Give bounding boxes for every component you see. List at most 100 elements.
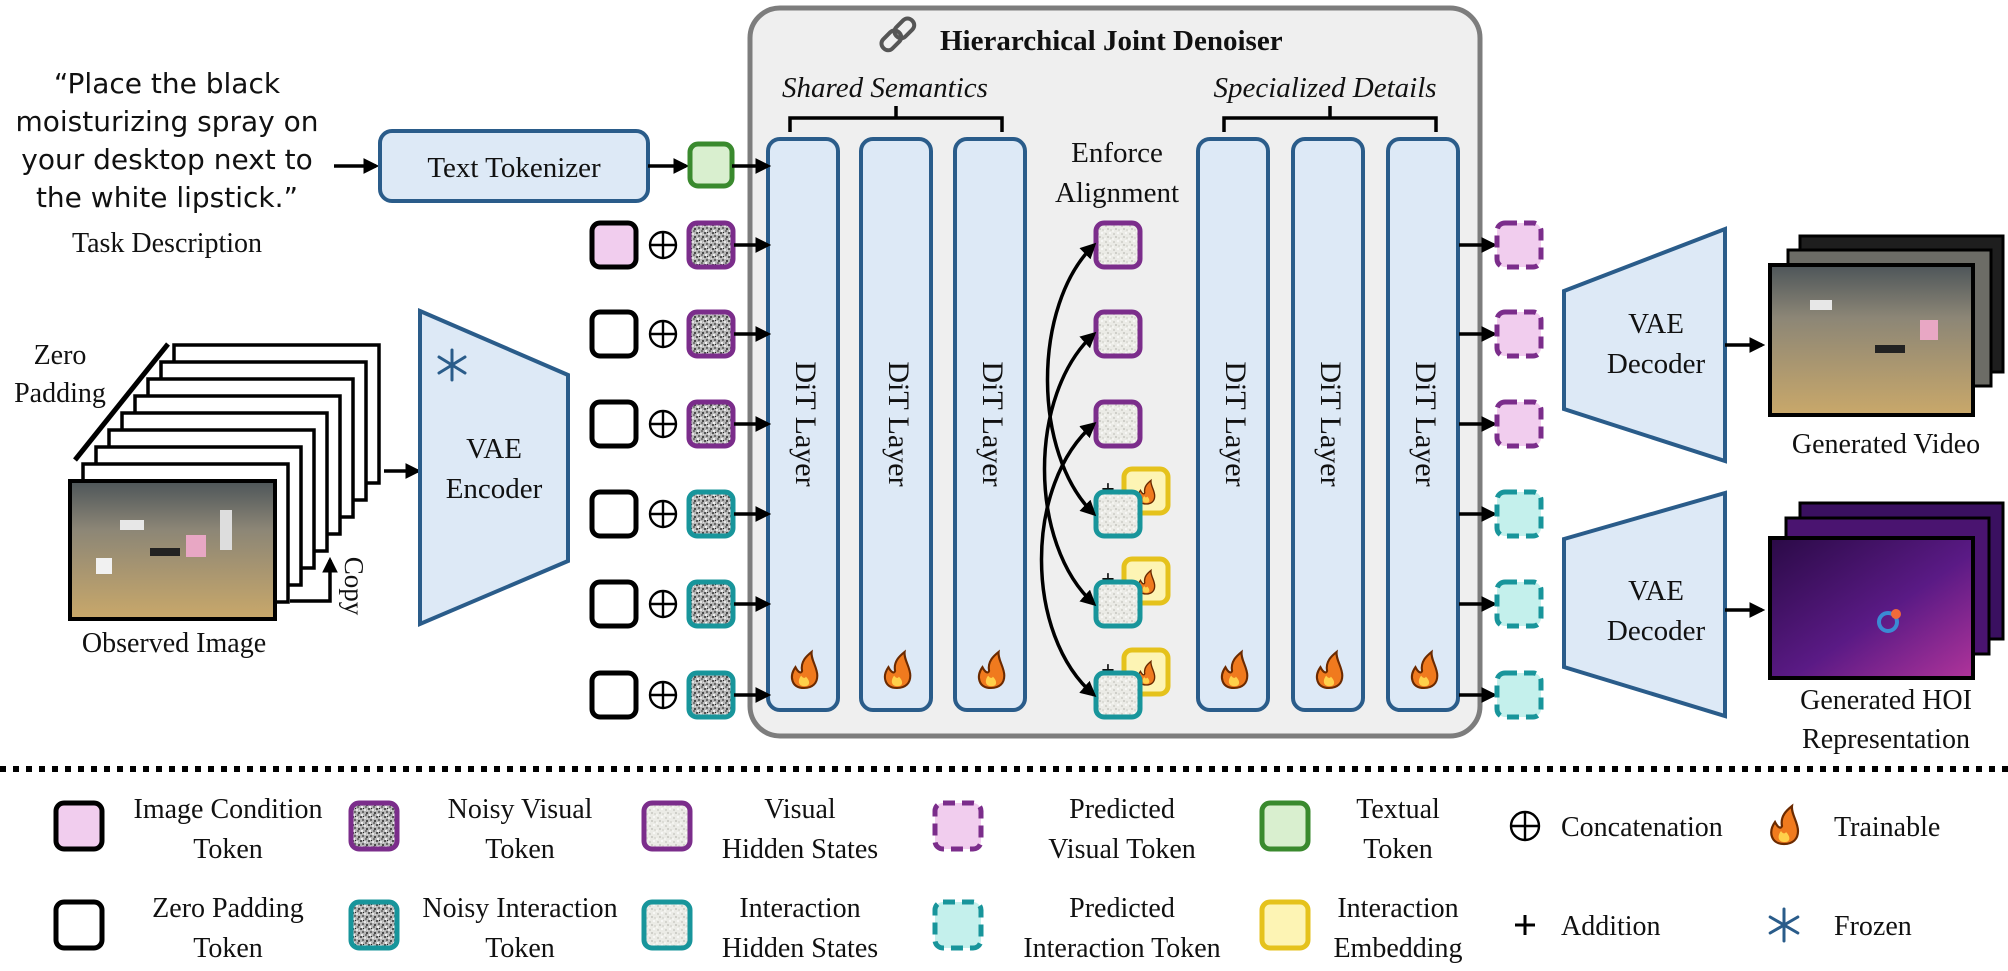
legend-label: Hidden States <box>722 933 878 964</box>
legend-label: Token <box>485 834 555 865</box>
shared-semantics-label: Shared Semantics <box>782 72 988 104</box>
noisy-interaction-token <box>686 489 736 539</box>
vae-encoder-label-2: Encoder <box>446 473 543 505</box>
legend-label: Predicted <box>1069 794 1175 825</box>
generated-hoi-caption-1: Generated HOI <box>1800 685 1972 716</box>
alignment-arrow <box>1042 331 1097 607</box>
concatenation-icon <box>648 319 678 349</box>
token-rows <box>589 220 772 720</box>
interaction-hidden-state: + <box>1093 466 1171 539</box>
zero-padding-label-2: Padding <box>14 378 106 409</box>
visual-token-row <box>589 399 772 449</box>
task-quote-line-2: moisturizing spray on <box>15 105 318 138</box>
concatenation-icon <box>648 230 678 260</box>
link-icon <box>879 16 917 53</box>
specialized-bracket <box>1222 106 1438 132</box>
noisy-visual-token <box>686 309 736 359</box>
zero-padding-bracket <box>73 342 170 462</box>
vae-decoder-video-label-1: VAE <box>1628 308 1684 340</box>
alignment-arrow <box>1045 242 1097 517</box>
legend-label: Visual <box>764 794 836 825</box>
concatenation-icon <box>1509 810 1541 842</box>
snowflake-icon <box>437 348 467 382</box>
copy-label: Copy <box>339 557 369 616</box>
dit-layer: DiT Layer <box>953 137 1027 712</box>
flame-icon <box>1770 803 1800 846</box>
shared-bracket <box>788 106 1004 132</box>
visual-hidden-state <box>1093 309 1143 359</box>
flame-icon <box>1410 649 1439 690</box>
alignment-column: +++ <box>1039 220 1171 720</box>
interaction-hidden-state: + <box>1093 647 1171 720</box>
legend-item-trainable: Trainable <box>1770 803 1940 846</box>
task-description-caption: Task Description <box>72 228 262 259</box>
vae-decoder-video-label-2: Decoder <box>1607 348 1706 380</box>
vae-encoder <box>418 307 570 628</box>
legend-label: Textual <box>1356 794 1440 825</box>
task-quote-line-3: your desktop next to <box>21 143 312 176</box>
observed-image-objects <box>96 510 232 574</box>
zero-padding-token <box>589 309 639 359</box>
zero-padding-label-1: Zero <box>34 340 87 371</box>
output-tokens <box>1459 220 1544 720</box>
concatenation-icon <box>648 589 678 619</box>
legend-label: Predicted <box>1069 893 1175 924</box>
dit-layer: DiT Layer <box>1291 137 1365 712</box>
enforce-alignment-label-2: Alignment <box>1055 177 1179 209</box>
legend-label: Token <box>485 933 555 964</box>
legend-label: Token <box>193 933 263 964</box>
visual-hidden-state <box>1093 220 1143 270</box>
legend-item-frozen: Frozen <box>1768 907 1912 943</box>
zero-padding-token <box>589 399 639 449</box>
enforce-alignment-label-1: Enforce <box>1071 137 1163 169</box>
legend-label: Token <box>1363 834 1433 865</box>
task-quote-line-4: the white lipstick.” <box>36 181 298 214</box>
dit-layer: DiT Layer <box>1196 137 1270 712</box>
textual-token <box>687 141 735 189</box>
flame-icon <box>1315 649 1344 690</box>
zero-padding-token <box>589 489 639 539</box>
visual-hidden-state <box>1093 399 1143 449</box>
legend-item-addition: Addition <box>1515 911 1661 942</box>
specialized-details-label: Specialized Details <box>1213 72 1436 104</box>
zero-padding-token <box>589 579 639 629</box>
legend-label: Noisy Interaction <box>422 893 617 924</box>
flame-icon <box>790 649 819 690</box>
vae-encoder-label-1: VAE <box>466 433 522 465</box>
predicted-visual-token <box>1459 309 1544 359</box>
alignment-arrow <box>1039 421 1097 698</box>
legend-label: Frozen <box>1834 911 1912 942</box>
visual-token-row <box>589 220 772 270</box>
legend-label: Concatenation <box>1561 812 1723 843</box>
dit-layer: DiT Layer <box>766 137 840 712</box>
vae-decoder-hoi-label-2: Decoder <box>1607 615 1706 647</box>
flame-icon <box>883 649 912 690</box>
flame-icon <box>977 649 1006 690</box>
denoiser-title: Hierarchical Joint Denoiser <box>940 25 1283 57</box>
legend-label: Noisy Visual <box>448 794 593 825</box>
noisy-visual-token <box>686 399 736 449</box>
predicted-visual-token <box>1459 399 1544 449</box>
noisy-visual-token <box>686 220 736 270</box>
task-quote-line-1: “Place the black <box>54 67 281 100</box>
vae-decoder-hoi-label-1: VAE <box>1628 575 1684 607</box>
vae-decoder-video <box>1562 226 1727 464</box>
legend-label: Addition <box>1561 911 1661 942</box>
dit-layer-label: DiT Layer <box>882 361 915 486</box>
copy-arrow <box>290 556 338 603</box>
snowflake-icon <box>1768 907 1800 943</box>
image-condition-token <box>589 220 639 270</box>
noisy-interaction-token <box>686 670 736 720</box>
concatenation-icon <box>648 680 678 710</box>
vae-decoder-hoi <box>1562 490 1727 719</box>
concatenation-icon <box>648 409 678 439</box>
interaction-token-row <box>589 489 772 539</box>
legend-label: Hidden States <box>722 834 878 865</box>
